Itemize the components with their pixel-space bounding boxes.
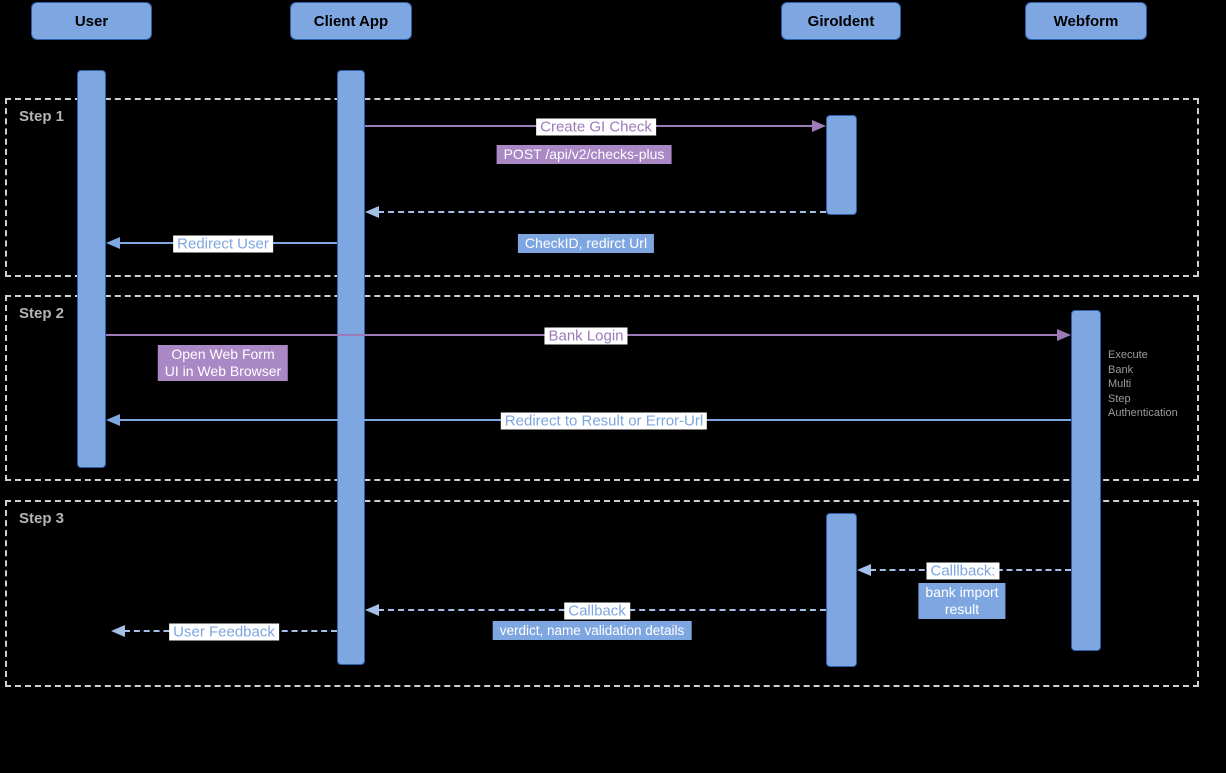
create-check-arrowhead-icon (812, 120, 826, 132)
actor-box-client-app: Client App (290, 2, 412, 40)
activation-bar-client-app (337, 70, 365, 665)
create-check-detail-label: POST /api/v2/checks-plus (496, 145, 672, 164)
activation-bar-giroident-step3 (826, 513, 857, 667)
actor-box-webform: Webform (1025, 2, 1147, 40)
redirect-user-label: Redirect User (173, 235, 273, 253)
open-webform-note-label: Open Web Form UI in Web Browser (157, 345, 289, 381)
webform-callback-arrowhead-icon (857, 564, 871, 576)
client-callback-arrowhead-icon (365, 604, 379, 616)
webform-callback-label: Calllback: (926, 562, 1000, 580)
activation-bar-webform (1071, 310, 1101, 651)
client-callback-detail-label: verdict, name validation details (492, 621, 692, 640)
redirect-user-arrowhead-icon (106, 237, 120, 249)
client-callback-label: Callback (564, 602, 630, 620)
create-check-return-arrow (378, 211, 826, 213)
create-check-return-arrowhead-icon (365, 206, 379, 218)
create-check-return-detail-label: CheckID, redirct Url (517, 234, 655, 253)
user-feedback-label: User Feedback (169, 623, 279, 641)
step1-label: Step 1 (19, 108, 65, 125)
create-check-label: Create GI Check (536, 118, 656, 136)
bank-login-label: Bank Login (544, 327, 628, 345)
redirect-result-arrowhead-icon (106, 414, 120, 426)
step1-frame: Step 1 (5, 98, 1199, 277)
step2-frame: Step 2 (5, 295, 1199, 481)
step2-label: Step 2 (19, 305, 65, 322)
activation-bar-user (77, 70, 106, 468)
bank-login-arrowhead-icon (1057, 329, 1071, 341)
webform-callback-detail-label: bank import result (918, 583, 1006, 619)
actor-box-giroident: GiroIdent (781, 2, 901, 40)
user-feedback-arrowhead-icon (111, 625, 125, 637)
actor-box-user: User (31, 2, 152, 40)
webform-auth-note: Execute Bank Multi Step Authentication (1108, 349, 1178, 419)
activation-bar-giroident-step1 (826, 115, 857, 215)
step3-frame: Step 3 (5, 500, 1199, 687)
redirect-result-label: Redirect to Result or Error-Url (500, 412, 708, 430)
step3-label: Step 3 (19, 510, 65, 527)
